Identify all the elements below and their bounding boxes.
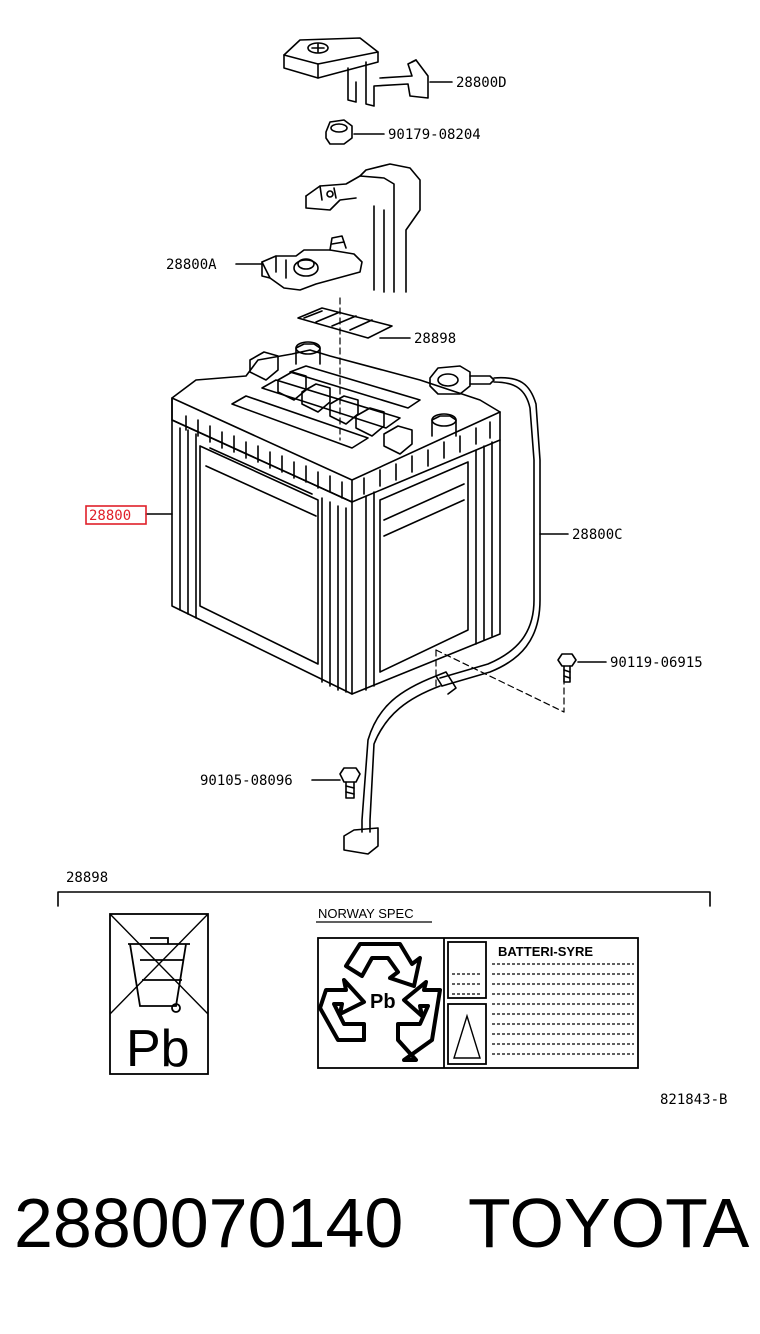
- label-section-bracket: [57, 891, 711, 907]
- battery-body[interactable]: [171, 341, 501, 695]
- label-28898[interactable]: 28898: [414, 331, 456, 347]
- norway-spec-label: NORWAY SPEC: [318, 906, 414, 921]
- label-plate-part[interactable]: [297, 307, 393, 339]
- label-90119-06915[interactable]: 90119-06915: [610, 655, 703, 671]
- bolt-left-part[interactable]: [339, 767, 361, 799]
- label-28800[interactable]: 28800: [89, 508, 131, 524]
- negative-cable-part[interactable]: [343, 365, 541, 855]
- diagram-code: 821843-B: [660, 1092, 727, 1108]
- terminal-clamp-part[interactable]: [261, 235, 363, 291]
- label-28800A[interactable]: 28800A: [166, 257, 217, 273]
- label-90179-08204[interactable]: 90179-08204: [388, 127, 481, 143]
- label-90105-08096[interactable]: 90105-08096: [200, 773, 293, 789]
- norway-label-panel: [317, 937, 639, 1069]
- label-28800C[interactable]: 28800C: [572, 527, 623, 543]
- batteri-syre-title: BATTERI-SYRE: [498, 944, 593, 959]
- pb-bin-symbol: [109, 913, 209, 1075]
- highlight-box-28800: [85, 505, 147, 525]
- terminal-cover-part[interactable]: [283, 37, 429, 107]
- warning-text-lines: [452, 963, 634, 1055]
- recycle-pb-text: Pb: [370, 991, 396, 1013]
- positive-cable: [305, 163, 421, 293]
- label-section-title: 28898: [66, 870, 108, 886]
- bolt-right-part[interactable]: [557, 653, 577, 683]
- label-28800D[interactable]: 28800D: [456, 75, 507, 91]
- recycle-icon: [318, 942, 442, 1062]
- pb-bin-text: Pb: [126, 1020, 190, 1078]
- brand-name: TOYOTA: [468, 1184, 750, 1262]
- nut-part[interactable]: [325, 119, 353, 145]
- part-number: 2880070140: [14, 1184, 404, 1262]
